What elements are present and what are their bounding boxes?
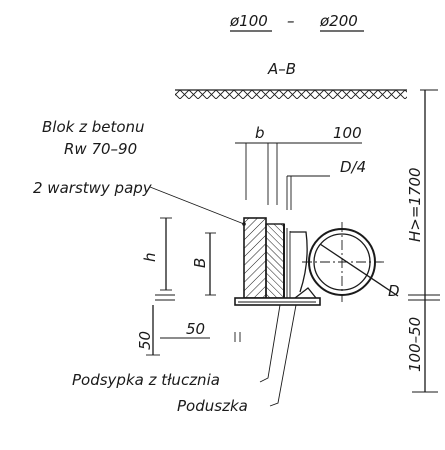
diameter-min: ø100 — [229, 12, 268, 30]
pipe-support — [294, 287, 317, 299]
diameter-leader — [319, 243, 399, 297]
diameter-range: ø100 – ø200 — [229, 12, 364, 32]
bottom-left-dimensions — [146, 305, 241, 356]
depth-dimension — [408, 89, 440, 393]
bedding-slab — [234, 297, 321, 306]
dimension-50-vertical: 50 — [136, 331, 154, 350]
pipe — [302, 222, 399, 302]
ground-surface — [175, 89, 407, 99]
block-material-label: Blok z betonu — [42, 118, 145, 136]
dimension-B: B — [191, 258, 209, 268]
gravel-label: Podsypka z tłucznia — [72, 371, 220, 389]
section-label: A–B — [267, 60, 296, 78]
concrete-block — [243, 217, 308, 299]
bedding-label: 100–50 — [406, 317, 424, 372]
saddle-curve — [290, 231, 308, 293]
left-dimensions — [160, 217, 216, 296]
diameter-max: ø200 — [319, 12, 358, 30]
depth-label: H>=1700 — [406, 167, 424, 242]
diameter-dash: – — [287, 12, 295, 30]
dimension-d-quarter: D/4 — [340, 158, 366, 176]
dimension-h: h — [141, 252, 159, 262]
dimension-b: b — [255, 124, 265, 142]
dimension-100: 100 — [333, 124, 362, 142]
roofing-leader — [149, 186, 245, 225]
dimension-50-horizontal: 50 — [186, 320, 205, 338]
cushion-leader — [269, 304, 297, 407]
dimension-D: D — [388, 282, 400, 300]
gravel-leader — [259, 304, 281, 383]
base-reference-lines — [155, 294, 175, 301]
roofing-layers-label: 2 warstwy papy — [33, 179, 153, 197]
cushion-label: Poduszka — [177, 397, 248, 415]
concrete-class-label: Rw 70–90 — [64, 140, 137, 158]
upper-dimensions — [235, 142, 362, 210]
